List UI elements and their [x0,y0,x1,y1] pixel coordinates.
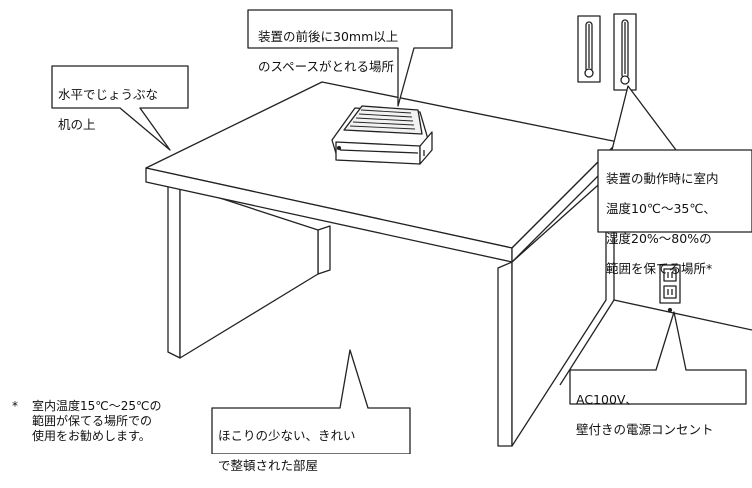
callout-desk-line-2: 机の上 [58,117,96,132]
callout-room-line-1: ほこりの少ない、きれい [218,428,356,443]
thermometer-icon [577,13,637,91]
callout-environment-line-3: 湿度20%～80%の [606,231,712,246]
footnote-line-2: 範囲が保てる場所での [32,414,153,428]
callout-environment: 装置の動作時に室内 温度10℃～35℃、 湿度20%～80%の 範囲を保てる場所… [606,156,751,291]
callout-room-line-2: で整頓された部屋 [218,458,319,473]
callout-left-box [51,65,189,151]
footnote-line-1: 室内温度15℃～25℃の [32,399,162,413]
callout-environment-line-4: 範囲を保てる場所* [606,261,713,276]
callout-power-line-1: AC100V、 [576,392,638,407]
footnote: * 室内温度15℃～25℃の 範囲が保てる場所での 使用をお勧めします。 [12,399,222,444]
callout-right-box [597,85,752,233]
callout-room: ほこりの少ない、きれい で整頓された部屋 [218,413,408,488]
callout-floor-box [211,349,411,454]
callout-environment-line-2: 温度10℃～35℃、 [606,201,716,216]
callout-power-line-2: 壁付きの電源コンセント [576,422,714,437]
installation-illustration [51,9,752,454]
desk [145,81,619,447]
callout-clearance-line-1: 装置の前後に30mm以上 [258,29,399,44]
footnote-line-3: 使用をお勧めします。 [32,429,151,443]
callout-desk-line-1: 水平でじょうぶな [58,87,159,102]
power-outlet-icon [659,264,681,313]
callout-power: AC100V、 壁付きの電源コンセント [576,377,746,452]
callout-environment-line-1: 装置の動作時に室内 [606,171,719,186]
callout-ac-box [569,311,747,405]
footnote-mark: * [12,399,18,413]
callout-clearance-line-2: のスペースがとれる場所 [258,59,395,74]
device-icon [331,105,433,165]
callout-top-box [247,9,453,107]
callout-clearance: 装置の前後に30mm以上 のスペースがとれる場所 [258,14,448,89]
callout-desk: 水平でじょうぶな 机の上 [58,72,188,147]
